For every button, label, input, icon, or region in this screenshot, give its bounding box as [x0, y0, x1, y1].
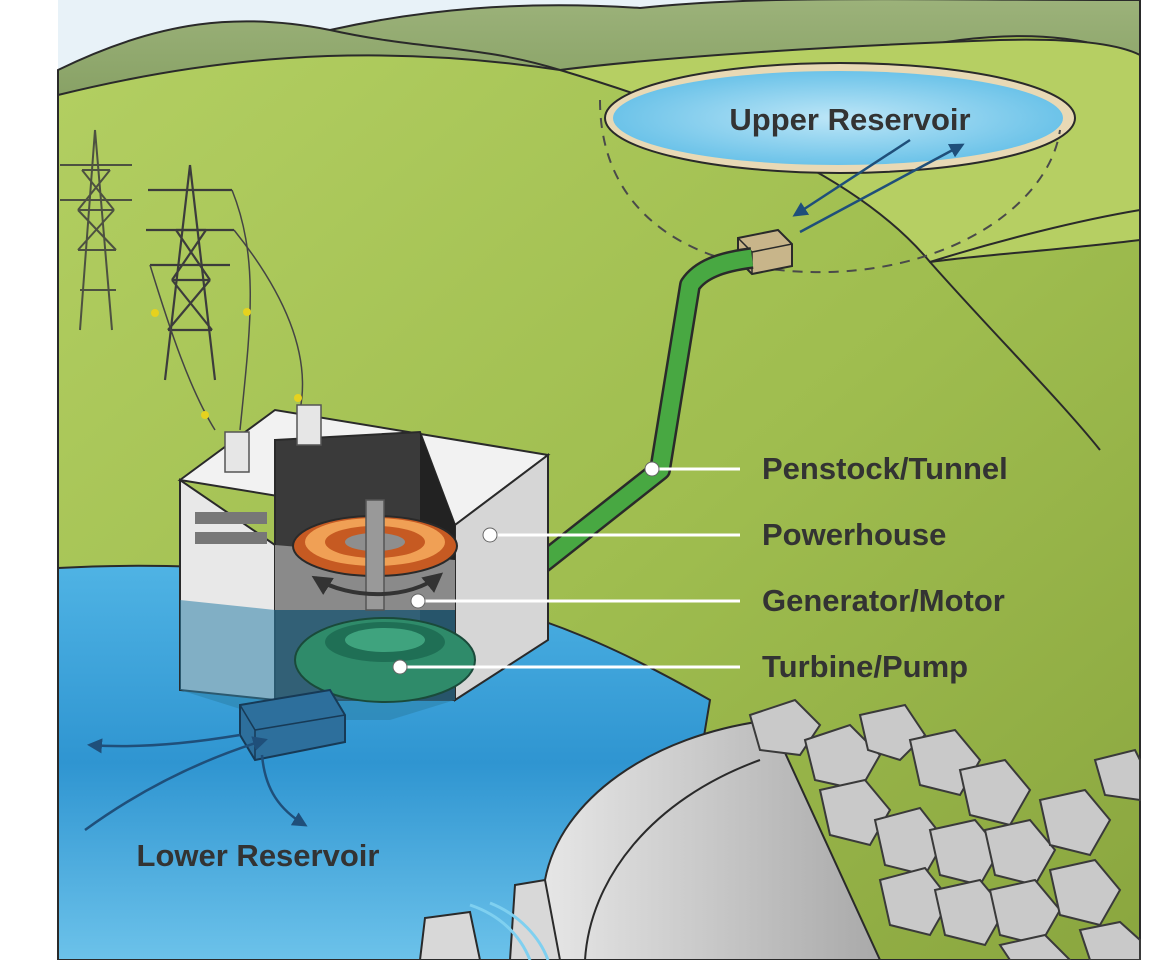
transmission-tower-icon [146, 164, 234, 381]
flow-arrow-icon [260, 754, 308, 827]
dam [418, 718, 882, 960]
power-line [233, 229, 304, 411]
callout-penstock-tunnel: Penstock/Tunnel [762, 451, 1008, 486]
line-insulator [151, 309, 159, 317]
hill-ridge-line-2 [929, 209, 1141, 263]
line-insulator [294, 394, 302, 402]
turbine-pump [294, 617, 476, 703]
rock-fill [748, 698, 1141, 960]
penstock-tunnel-fill [464, 249, 754, 627]
underground-arc [599, 99, 1061, 274]
far-hill-ridge [329, 29, 561, 71]
upper-reservoir-label: Upper Reservoir [729, 102, 970, 137]
power-line [231, 189, 251, 431]
rotation-arrow-icon [311, 572, 444, 597]
upper-reservoir-water [613, 71, 1063, 165]
flow-arrow-icon [87, 733, 241, 754]
flow-arrow-icon [84, 736, 268, 832]
flow-arrow-icon [792, 138, 911, 217]
callout-powerhouse: Powerhouse [762, 517, 946, 552]
generator-motor [292, 499, 458, 611]
flow-arrow-icon [799, 143, 965, 234]
transmission-tower-icon [60, 129, 132, 331]
line-insulator [201, 411, 209, 419]
line-insulator [243, 308, 251, 316]
callout-leaders [392, 461, 740, 675]
lower-reservoir-label: Lower Reservoir [137, 838, 380, 873]
spillway-water [469, 901, 550, 960]
hill-ridge-line [929, 261, 1101, 451]
transformer-bushing [224, 404, 322, 473]
callout-generator-motor: Generator/Motor [762, 583, 1005, 618]
callout-turbine-pump: Turbine/Pump [762, 649, 968, 684]
